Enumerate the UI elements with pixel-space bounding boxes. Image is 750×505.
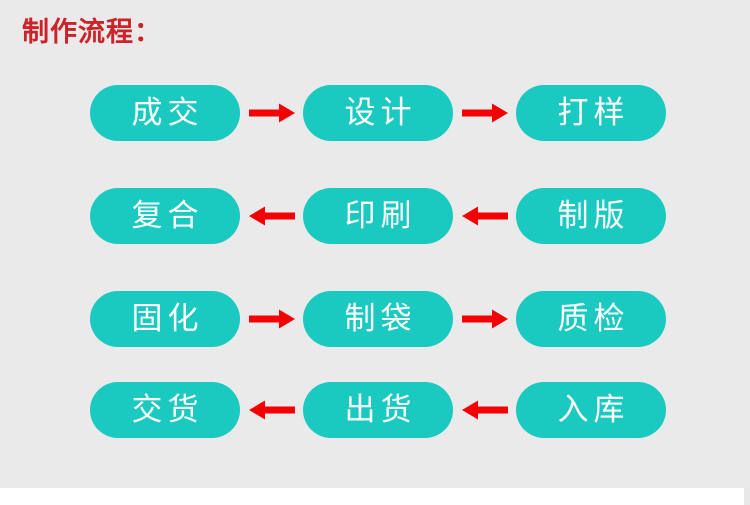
arrow-right-icon	[453, 291, 516, 347]
flow-node-fu-he[interactable]: 复合	[90, 188, 240, 244]
right-edge-strip	[744, 488, 750, 505]
flow-node-chu-huo[interactable]: 出货	[303, 382, 453, 438]
flow-node-jiao-huo[interactable]: 交货	[90, 382, 240, 438]
process-flow-diagram: 成交 设计 打样 复合 印刷	[90, 85, 666, 438]
flow-node-zhi-dai[interactable]: 制袋	[303, 291, 453, 347]
flow-node-she-ji[interactable]: 设计	[303, 85, 453, 141]
arrow-left-icon	[453, 188, 516, 244]
flow-node-zhi-ban[interactable]: 制版	[516, 188, 666, 244]
arrow-right-icon	[240, 85, 303, 141]
flow-node-cheng-jiao[interactable]: 成交	[90, 85, 240, 141]
flow-node-yin-shua[interactable]: 印刷	[303, 188, 453, 244]
arrow-left-icon	[453, 382, 516, 438]
flow-node-zhi-jian[interactable]: 质检	[516, 291, 666, 347]
flow-row-1: 成交 设计 打样	[90, 85, 666, 141]
flow-row-2: 复合 印刷 制版	[90, 188, 666, 244]
flow-row-4: 交货 出货 入库	[90, 382, 666, 438]
arrow-right-icon	[453, 85, 516, 141]
flow-row-3: 固化 制袋 质检	[90, 291, 666, 347]
arrow-left-icon	[240, 382, 303, 438]
arrow-left-icon	[240, 188, 303, 244]
flow-node-ru-ku[interactable]: 入库	[516, 382, 666, 438]
flow-node-da-yang[interactable]: 打样	[516, 85, 666, 141]
flow-node-gu-hua[interactable]: 固化	[90, 291, 240, 347]
arrow-right-icon	[240, 291, 303, 347]
page-title: 制作流程：	[22, 17, 162, 48]
